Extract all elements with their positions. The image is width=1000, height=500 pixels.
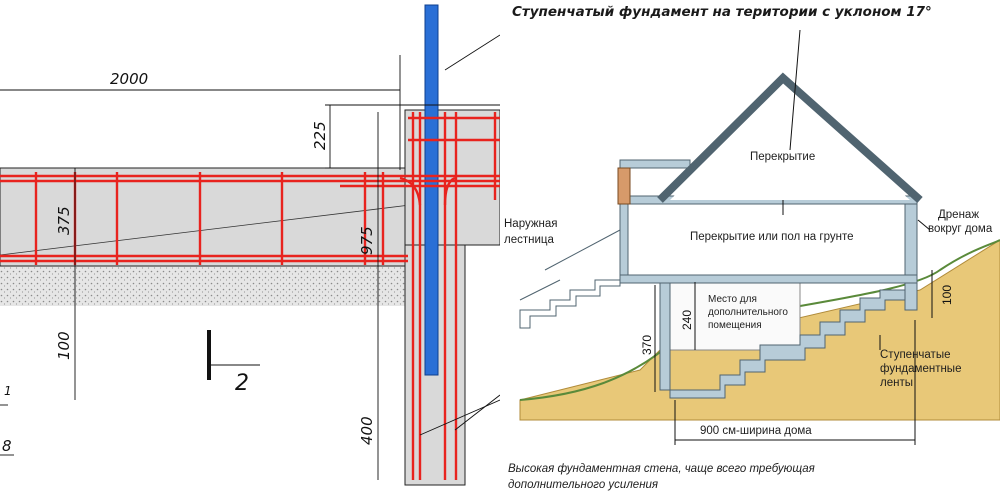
room-label-2: дополнительного — [708, 307, 788, 318]
drainage-label-1: Дренаж — [938, 209, 979, 221]
section-mark-bar — [207, 330, 211, 380]
concrete-slab — [0, 167, 406, 267]
exterior-stair — [519, 279, 621, 329]
stair-railing — [519, 229, 621, 301]
veranda-post — [617, 167, 631, 205]
illustration-title: Ступенчатый фундамент на територии с укл… — [512, 4, 932, 20]
note-line-1: Высокая фундаментная стена, чаще всего т… — [508, 463, 815, 475]
strip-label-1: Ступенчатые — [880, 349, 951, 361]
floor-label: Перекрытие или пол на грунте — [690, 231, 854, 243]
roof-label: Перекрытие — [750, 151, 815, 163]
house-width-label: 900 см-ширина дома — [700, 425, 812, 437]
right-wall — [904, 199, 918, 281]
room-label-3: помещения — [708, 320, 762, 331]
stair-label-1: Наружная — [504, 218, 558, 230]
dim-240: 240 — [680, 310, 694, 330]
dim-2000: 2000 — [110, 70, 148, 88]
note-line-2: дополнительного усиления — [508, 479, 658, 491]
section-mark-label: 2 — [235, 371, 249, 396]
foundation-cad-drawing: 2000 225 375 975 100 400 2 1 8 — [0, 4, 500, 486]
dim-975: 975 — [358, 226, 376, 255]
gravel-bed — [0, 266, 410, 306]
strip-label-3: ленты — [880, 377, 913, 389]
stepped-foundation — [669, 289, 906, 399]
illustration-dimensions — [654, 29, 933, 445]
room-label-1: Место для — [708, 294, 757, 305]
stair-label-2: лестница — [504, 234, 554, 246]
slab-slope-line — [0, 204, 411, 256]
basement-right-wall — [904, 279, 918, 311]
stepped-foundation-illustration: Ступенчатый фундамент на територии с укл… — [504, 4, 1000, 491]
ground-floor-slab — [619, 274, 918, 284]
column-steel — [424, 4, 439, 376]
basement-left-wall — [659, 279, 671, 391]
roof — [657, 72, 923, 203]
drainage-label-2: вокруг дома — [928, 223, 993, 235]
dim-225: 225 — [311, 121, 329, 150]
strip-label-2: фундаментные — [880, 363, 961, 375]
dim-100: 100 — [55, 331, 73, 360]
dim-370: 370 — [640, 335, 654, 355]
dim-100-right: 100 — [940, 285, 954, 305]
dim-400: 400 — [358, 416, 376, 445]
edge-mark-1: 1 — [4, 384, 12, 398]
veranda-beam — [619, 159, 691, 169]
dim-375: 375 — [55, 206, 73, 235]
edge-mark-8: 8 — [2, 437, 12, 455]
